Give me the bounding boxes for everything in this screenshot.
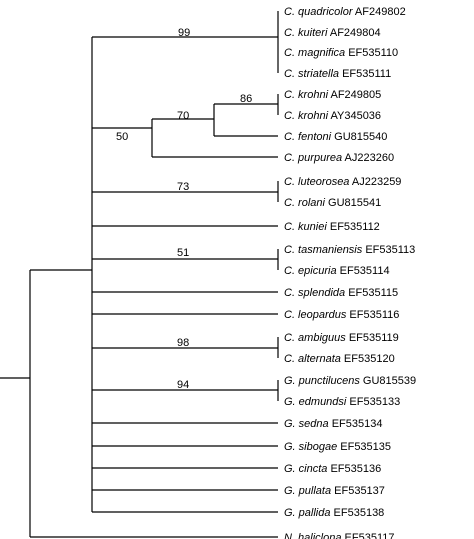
taxon-accession: EF535135 xyxy=(337,441,391,453)
taxon-label: C. kuniei EF535112 xyxy=(284,221,380,233)
taxon-species-name: C. rolani xyxy=(284,197,326,209)
taxon-label: C. krohni AY345036 xyxy=(284,110,381,122)
taxon-species-name: G. sedna xyxy=(284,418,329,430)
taxon-accession: GU815540 xyxy=(331,131,387,143)
taxon-label: G. edmundsi EF535133 xyxy=(284,396,400,408)
taxon-accession: AF249802 xyxy=(352,6,405,18)
taxon-labels: C. quadricolor AF249802 C. kuiteri AF2498… xyxy=(284,6,416,539)
taxon-accession: EF535116 xyxy=(346,309,399,321)
taxon-species-name: G. cincta xyxy=(284,463,327,475)
taxon-species-name: C. krohni xyxy=(284,89,329,101)
taxon-label: G. punctilucens GU815539 xyxy=(284,375,416,387)
taxon-species-name: C. striatella xyxy=(284,68,339,80)
taxon-accession: GU815541 xyxy=(325,197,381,209)
taxon-species-name: N. haliclona xyxy=(284,532,341,539)
taxon-label: C. alternata EF535120 xyxy=(284,353,395,365)
taxon-species-name: C. splendida xyxy=(284,287,345,299)
taxon-accession: EF535113 xyxy=(362,244,415,256)
bootstrap-support-values: 99 86 70 50 73 51 98 94 xyxy=(116,27,252,391)
taxon-accession: EF535112 xyxy=(327,221,380,233)
taxon-accession: EF535120 xyxy=(341,353,395,365)
taxon-species-name: C. luteorosea xyxy=(284,176,349,188)
taxon-species-name: C. fentoni xyxy=(284,131,332,143)
taxon-label: C. rolani GU815541 xyxy=(284,197,381,209)
taxon-accession: EF535115 xyxy=(345,287,398,299)
taxon-species-name: C. alternata xyxy=(284,353,341,365)
support-label: 98 xyxy=(177,337,189,349)
taxon-label: C. purpurea AJ223260 xyxy=(284,152,394,164)
taxon-species-name: C. kuiteri xyxy=(284,27,328,39)
taxon-accession: EF535119 xyxy=(346,332,399,344)
support-label: 99 xyxy=(178,27,190,39)
taxon-species-name: C. tasmaniensis xyxy=(284,244,363,256)
taxon-label: C. quadricolor AF249802 xyxy=(284,6,406,18)
taxon-accession: EF535134 xyxy=(329,418,383,430)
taxon-accession: AF249805 xyxy=(328,89,381,101)
support-label: 94 xyxy=(177,379,189,391)
taxon-accession: EF535133 xyxy=(346,396,400,408)
support-label: 70 xyxy=(177,110,189,122)
taxon-accession: GU815539 xyxy=(360,375,416,387)
taxon-accession: EF535137 xyxy=(331,485,385,497)
taxon-label: C. striatella EF535111 xyxy=(284,68,391,80)
taxon-species-name: C. magnifica xyxy=(284,47,345,59)
taxon-accession: EF535138 xyxy=(330,507,384,519)
taxon-species-name: C. epicuria xyxy=(284,265,337,277)
taxon-accession: EF535110 xyxy=(345,47,398,59)
support-label: 51 xyxy=(177,247,189,259)
taxon-species-name: G. punctilucens xyxy=(284,375,360,387)
taxon-label: G. cincta EF535136 xyxy=(284,463,381,475)
taxon-accession: EF535117 xyxy=(341,532,394,539)
taxon-accession: EF535111 xyxy=(339,68,391,80)
taxon-accession: AY345036 xyxy=(328,110,381,122)
support-label: 50 xyxy=(116,131,128,143)
taxon-accession: AF249804 xyxy=(327,27,380,39)
support-label: 86 xyxy=(240,93,252,105)
taxon-label: G. sedna EF535134 xyxy=(284,418,382,430)
taxon-species-name: G. edmundsi xyxy=(284,396,347,408)
taxon-species-name: C. purpurea xyxy=(284,152,342,164)
taxon-species-name: G. sibogae xyxy=(284,441,337,453)
taxon-accession: AJ223260 xyxy=(342,152,394,164)
taxon-label: C. leopardus EF535116 xyxy=(284,309,399,321)
taxon-species-name: C. ambiguus xyxy=(284,332,346,344)
tree-branches xyxy=(0,11,279,538)
taxon-label: C. luteorosea AJ223259 xyxy=(284,176,401,188)
taxon-label: C. splendida EF535115 xyxy=(284,287,398,299)
taxon-label: G. pullata EF535137 xyxy=(284,485,385,497)
taxon-label: G. pallida EF535138 xyxy=(284,507,384,519)
taxon-species-name: G. pallida xyxy=(284,507,330,519)
taxon-label: C. krohni AF249805 xyxy=(284,89,381,101)
taxon-species-name: C. leopardus xyxy=(284,309,347,321)
taxon-species-name: C. quadricolor xyxy=(284,6,354,18)
taxon-species-name: C. kuniei xyxy=(284,221,327,233)
taxon-label: C. fentoni GU815540 xyxy=(284,131,387,143)
taxon-label: C. ambiguus EF535119 xyxy=(284,332,399,344)
taxon-label: G. sibogae EF535135 xyxy=(284,441,391,453)
taxon-label: N. haliclona EF535117 xyxy=(284,532,395,539)
taxon-label: C. epicuria EF535114 xyxy=(284,265,390,277)
taxon-species-name: C. krohni xyxy=(284,110,329,122)
taxon-label: C. kuiteri AF249804 xyxy=(284,27,381,39)
taxon-species-name: G. pullata xyxy=(284,485,331,497)
support-label: 73 xyxy=(177,181,189,193)
taxon-label: C. tasmaniensis EF535113 xyxy=(284,244,415,256)
taxon-accession: EF535114 xyxy=(337,265,390,277)
taxon-label: C. magnifica EF535110 xyxy=(284,47,398,59)
taxon-accession: EF535136 xyxy=(327,463,381,475)
taxon-accession: AJ223259 xyxy=(349,176,401,188)
